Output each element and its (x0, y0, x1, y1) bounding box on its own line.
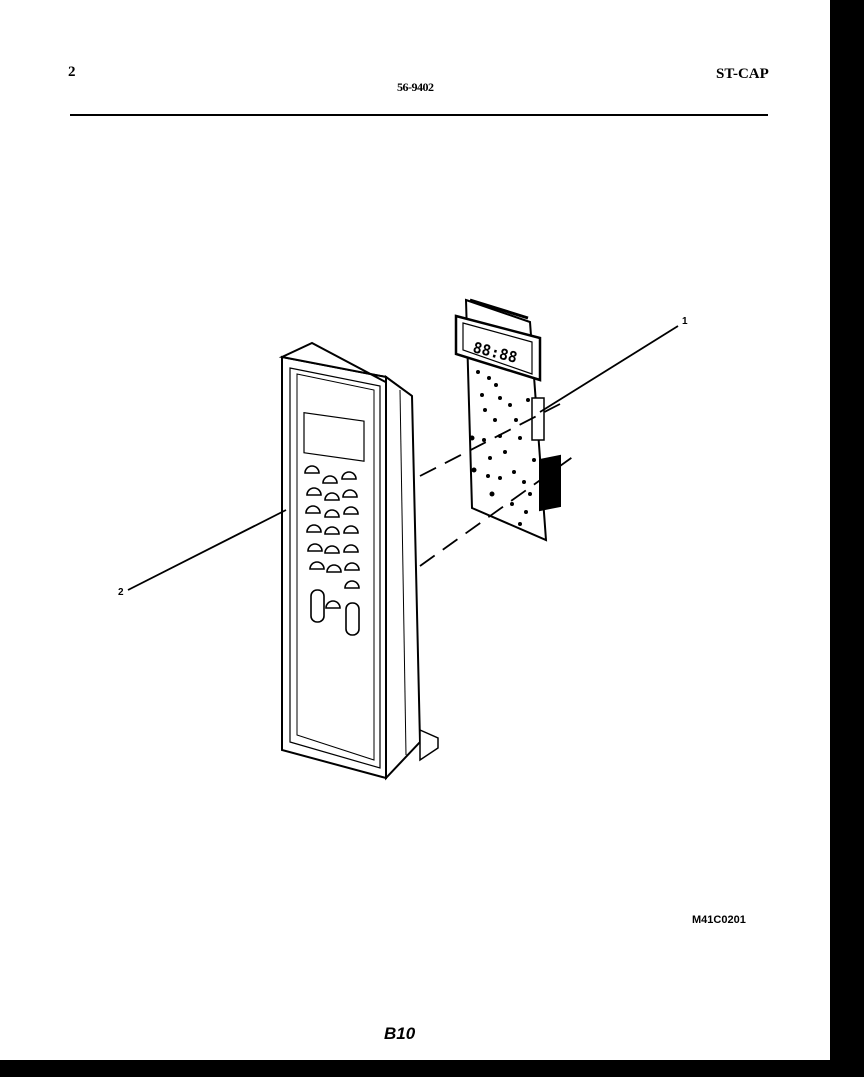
parts-diagram-page: 2 56-9402 ST-CAP (0, 0, 830, 1060)
control-panel-drawing (278, 341, 439, 781)
page-label: B10 (384, 1024, 416, 1043)
exploded-view-diagram: 88:88 (127, 298, 679, 781)
callout-2: 2 (118, 587, 124, 598)
alignment-lines (419, 403, 575, 567)
category-code: ST-CAP (716, 66, 769, 82)
page-index: 2 (68, 64, 76, 80)
board-components (469, 370, 536, 526)
keypad-buttons (304, 465, 360, 636)
scan-border-bottom (0, 1060, 864, 1077)
control-board-drawing (454, 298, 561, 542)
model-number: 56-9402 (397, 80, 434, 94)
callout-1: 1 (682, 316, 688, 327)
leader-lines (127, 325, 679, 591)
header-rule (70, 114, 768, 116)
scan-border-right (830, 0, 864, 1077)
figure-code: M41C0201 (692, 914, 746, 926)
